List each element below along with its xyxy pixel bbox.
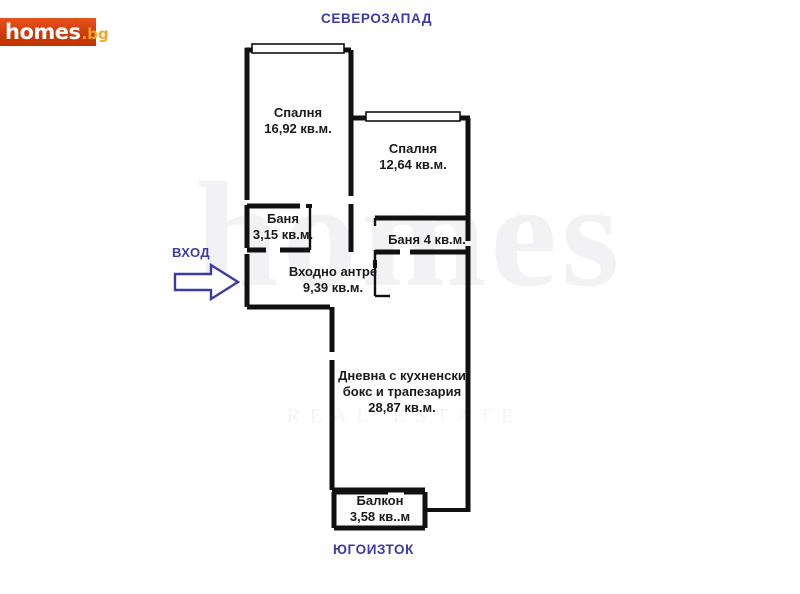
compass-label-northwest: СЕВЕРОЗАПАД	[321, 11, 433, 26]
room-area-hall: 9,39 кв.м.	[302, 279, 364, 295]
room-label-bedroom2: Спалня 12,64 кв.м.	[357, 141, 469, 173]
room-area-living: 28,87 кв.м.	[368, 399, 436, 415]
room-area-bathroom1: 3,15 кв.м.	[252, 226, 314, 242]
room-name-bedroom1: Спалня	[273, 105, 323, 120]
room-area-bedroom2: 12,64 кв.м.	[379, 156, 447, 172]
room-label-living: Дневна с кухненски бокс и трапезария 28,…	[328, 368, 476, 416]
room-label-bathroom2: Баня 4 кв.м.	[377, 232, 477, 248]
logo-main-text: homes	[5, 19, 81, 44]
room-label-balcony: Балкон 3,58 кв..м	[332, 493, 428, 525]
room-name-hall: Входно антре	[288, 264, 378, 279]
room-label-bathroom1: Баня 3,15 кв.м.	[243, 211, 323, 243]
entrance-arrow-icon	[173, 262, 241, 302]
room-area-bedroom1: 16,92 кв.м.	[264, 120, 332, 136]
room-name-living-line2: бокс и трапезария	[342, 383, 462, 399]
logo-sub-text: .bg	[81, 24, 109, 43]
compass-label-southeast: ЮГОИЗТОК	[333, 542, 414, 557]
room-name-bathroom1: Баня	[266, 211, 299, 226]
room-area-bathroom2: 4 кв.м.	[423, 232, 466, 247]
room-name-bathroom2: Баня	[388, 232, 421, 247]
room-name-bedroom2: Спалня	[388, 141, 438, 156]
room-label-hall: Входно антре 9,39 кв.м.	[253, 264, 413, 296]
homesbg-logo[interactable]: homes.bg	[0, 18, 109, 46]
room-name-living-line1: Дневна с кухненски	[338, 368, 466, 383]
room-label-bedroom1: Спалня 16,92 кв.м.	[246, 105, 350, 137]
room-area-balcony: 3,58 кв..м	[349, 508, 411, 524]
room-name-balcony: Балкон	[356, 493, 404, 508]
entrance-label: ВХОД	[172, 245, 211, 260]
